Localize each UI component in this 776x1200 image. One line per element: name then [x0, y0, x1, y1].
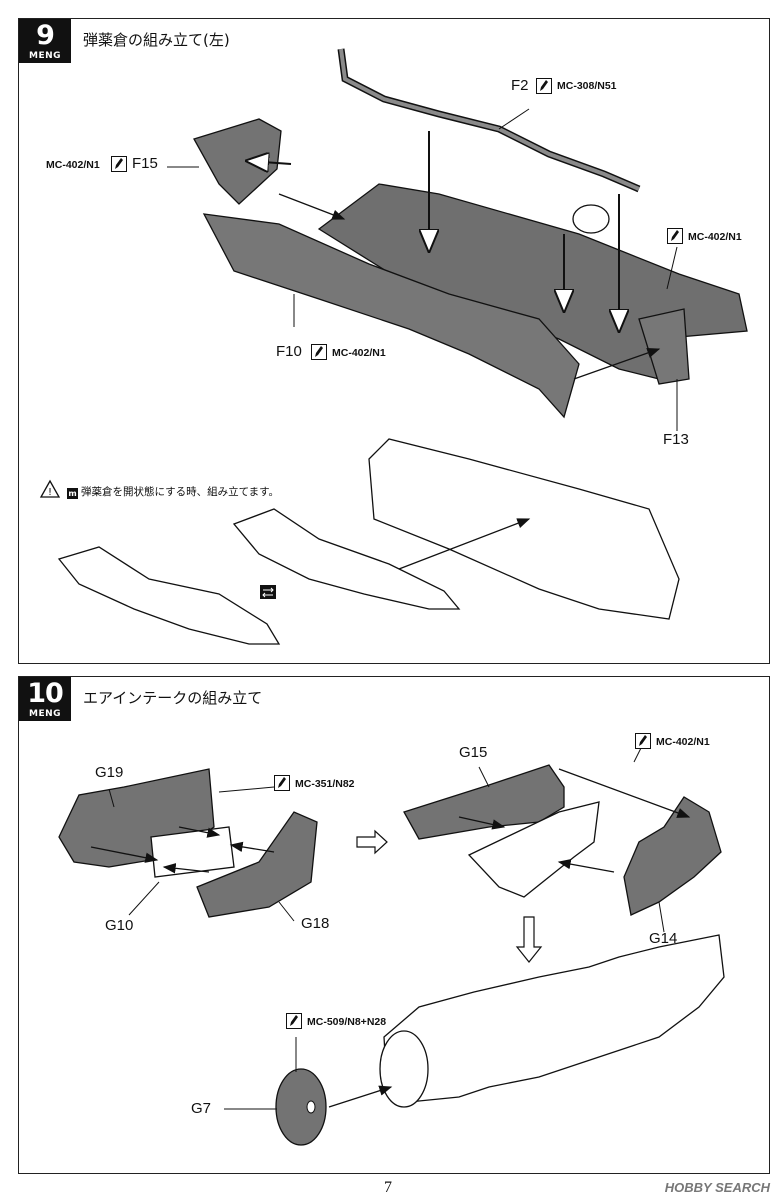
- paint-code: MC-402/N1: [656, 736, 710, 748]
- part-label-g14: G14: [649, 930, 678, 947]
- step-title: 弾薬倉の組み立て(左): [83, 31, 230, 49]
- step-9-assembly-drawing: !: [39, 48, 748, 645]
- step-10-assembly-drawing: [58, 741, 725, 1146]
- paint-code: MC-402/N1: [46, 159, 100, 171]
- step-title: エアインテークの組み立て: [83, 689, 263, 707]
- part-label-g18: G18: [301, 915, 330, 932]
- part-label-f10: F10: [276, 343, 302, 360]
- brand-logo: MENG: [28, 709, 62, 719]
- inner-duct-part: [467, 801, 600, 898]
- paint-brush-icon: [536, 78, 552, 94]
- next-arrow-icon: [356, 829, 388, 855]
- note-text: 弾薬倉を開状態にする時、組み立てます。: [81, 486, 280, 498]
- part-g15: [403, 764, 565, 840]
- missile-right: [232, 508, 461, 610]
- paint-brush-icon: [274, 775, 290, 791]
- paint-brush-icon: [111, 156, 127, 172]
- step-10-badge: 10 MENG: [19, 677, 71, 721]
- part-label-g19: G19: [95, 764, 124, 781]
- paint-code: MC-351/N82: [295, 778, 355, 790]
- part-f10: [202, 213, 580, 419]
- paint-brush-icon: [311, 344, 327, 360]
- paint-brush-icon: [286, 1013, 302, 1029]
- open-bay-drawing: [368, 438, 680, 620]
- assembled-intake: [383, 934, 725, 1103]
- down-arrow-icon: [515, 916, 543, 963]
- part-label-f15: F15: [132, 155, 158, 172]
- missile-left: [57, 546, 281, 645]
- part-g18: [196, 811, 318, 918]
- step-number: 10: [27, 678, 64, 709]
- swap-icon: [260, 585, 276, 599]
- note-marker: m: [67, 488, 78, 499]
- warning-icon: [39, 479, 61, 498]
- part-label-g7: G7: [191, 1100, 212, 1117]
- part-label-g15: G15: [459, 744, 488, 761]
- part-label-g10: G10: [105, 917, 134, 934]
- tank-part: [572, 204, 610, 234]
- part-f2-rail: [337, 48, 641, 193]
- paint-brush-icon: [635, 733, 651, 749]
- part-g14: [623, 796, 722, 916]
- part-label-f13: F13: [663, 431, 689, 448]
- step-10-panel: 10 MENG エアインテークの組み立て: [18, 676, 770, 1174]
- part-label-f2: F2: [511, 77, 529, 94]
- svg-text:!: !: [48, 487, 52, 498]
- paint-code: MC-308/N51: [557, 80, 617, 92]
- part-f15: [193, 118, 282, 205]
- watermark: HOBBY SEARCH: [664, 1180, 770, 1195]
- step-number: 9: [36, 20, 55, 51]
- paint-code: MC-509/N8+N28: [307, 1016, 387, 1028]
- step-9-panel: 9 MENG 弾薬倉の組み立て(左): [18, 18, 770, 664]
- brand-logo: MENG: [28, 51, 62, 61]
- paint-code: MC-402/N1: [688, 231, 742, 243]
- paint-code: MC-402/N1: [332, 347, 386, 359]
- paint-brush-icon: [667, 228, 683, 244]
- step-9-badge: 9 MENG: [19, 19, 71, 63]
- part-f13: [638, 308, 690, 385]
- page-number: 7: [384, 1179, 392, 1196]
- part-g7: [275, 1068, 327, 1146]
